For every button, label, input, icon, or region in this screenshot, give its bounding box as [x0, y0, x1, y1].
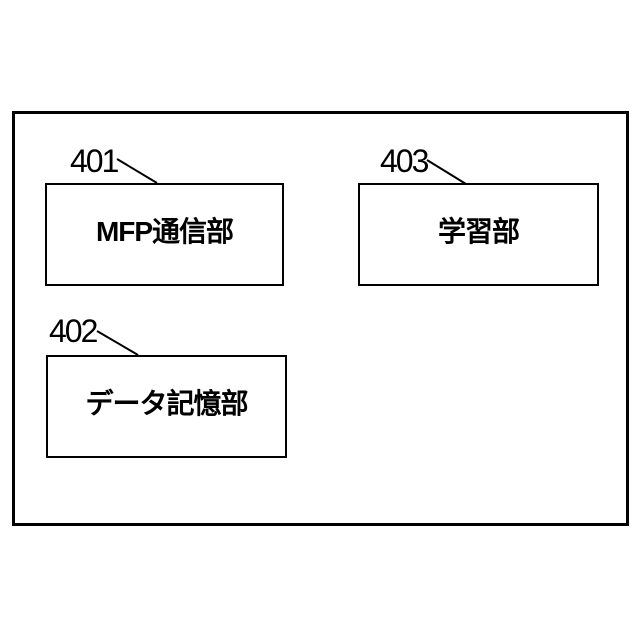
box-mfp-communication-unit: MFP通信部 [45, 183, 284, 286]
box-label-data-storage-unit: データ記憶部 [85, 387, 248, 419]
ref-label-403: 403 [380, 143, 429, 179]
box-label-mfp-communication-unit: MFP通信部 [95, 215, 234, 247]
ref-label-402: 402 [49, 313, 98, 349]
box-learning-unit: 学習部 [358, 183, 599, 286]
box-label-learning-unit: 学習部 [437, 215, 520, 247]
ref-label-401: 401 [70, 143, 119, 179]
box-data-storage-unit: データ記憶部 [46, 355, 287, 458]
